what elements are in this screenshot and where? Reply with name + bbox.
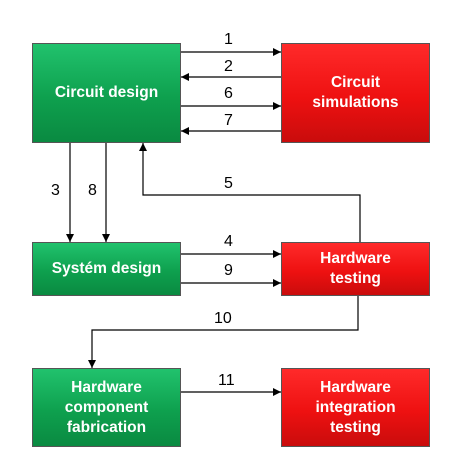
hardware-integration-testing-label: Hardware integration testing bbox=[315, 378, 396, 436]
hardware-component-fabrication-box: Hardware component fabrication bbox=[32, 368, 181, 447]
circuit-simulations-box: Circuit simulations bbox=[281, 43, 430, 143]
circuit-design-box: Circuit design bbox=[32, 43, 181, 143]
edge-label-8: 8 bbox=[88, 182, 97, 199]
hardware-integration-testing-box: Hardware integration testing bbox=[281, 368, 430, 447]
circuit-simulations-label: Circuit simulations bbox=[312, 74, 399, 111]
edge-10-arrow bbox=[88, 296, 359, 368]
system-design-box: Systém design bbox=[32, 242, 181, 296]
edge-label-5: 5 bbox=[224, 175, 233, 192]
edge-label-1: 1 bbox=[224, 31, 233, 48]
edge-5-arrow bbox=[139, 143, 361, 242]
edge-label-3: 3 bbox=[51, 182, 60, 199]
edge-label-7: 7 bbox=[224, 112, 233, 129]
circuit-design-label: Circuit design bbox=[54, 84, 159, 101]
edge-label-10: 10 bbox=[214, 310, 232, 327]
hardware-testing-label: Hardware testing bbox=[320, 250, 391, 287]
edge-label-4: 4 bbox=[224, 233, 233, 250]
edge-label-6: 6 bbox=[224, 85, 233, 102]
edge-label-9: 9 bbox=[224, 262, 233, 279]
hardware-testing-box: Hardware testing bbox=[281, 242, 430, 296]
edge-label-11: 11 bbox=[218, 372, 235, 389]
system-design-label: Systém design bbox=[51, 260, 162, 277]
hardware-component-fabrication-label: Hardware component fabrication bbox=[64, 378, 149, 436]
edge-label-2: 2 bbox=[224, 58, 233, 75]
